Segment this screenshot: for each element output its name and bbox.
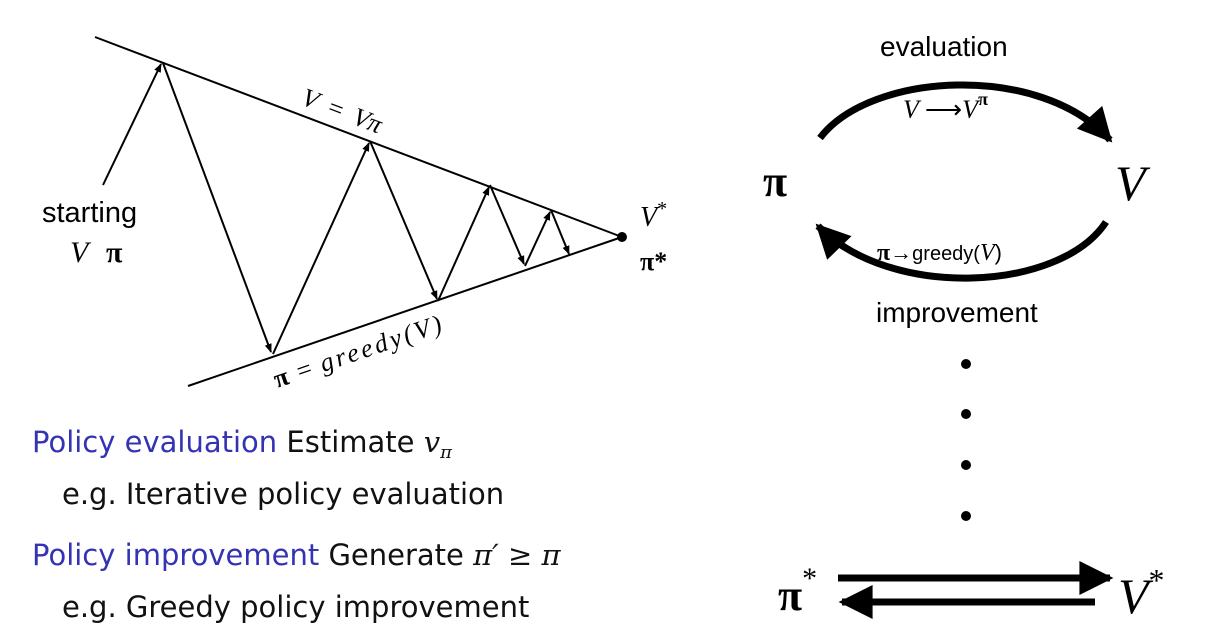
node-v: V [1115, 155, 1151, 211]
convergence-point [617, 232, 627, 242]
improvement-label: improvement [876, 297, 1038, 328]
evaluation-arc [817, 81, 1113, 143]
greedy-line-label: π=greedy(V) [270, 308, 449, 393]
starting-label: starting [42, 197, 137, 229]
arrow-up-3 [524, 211, 551, 267]
starting-v-label: V [70, 236, 92, 269]
final-pi-star: π* [778, 562, 817, 620]
impr-math: π′ ≥ π [473, 538, 561, 572]
eval-math: vπ [423, 425, 452, 463]
start-arrow [102, 63, 162, 186]
arrow-down-1 [162, 62, 272, 353]
iteration-arrows [102, 62, 570, 355]
optimal-v-label: V* [640, 198, 667, 233]
impr-desc: Generate [328, 538, 464, 572]
impr-row: Policy improvement Generate π′ ≥ π [32, 538, 561, 572]
improvement-arc [815, 220, 1109, 282]
optimal-pi-label: π* [640, 247, 667, 276]
dot-4 [961, 511, 971, 521]
right-diagram: evaluation V⟶Vπ π V π→greedy(V) improvem… [763, 31, 1165, 624]
arrow-up-2 [437, 186, 490, 302]
final-v-star: V* [1118, 562, 1165, 624]
arrow-down-4 [550, 209, 570, 255]
evaluation-formula: V⟶Vπ [903, 89, 988, 124]
improvement-formula: π→greedy(V) [877, 240, 1002, 266]
arrow-down-3 [489, 184, 525, 265]
value-line [94, 36, 623, 238]
dot-3 [961, 460, 971, 470]
evaluation-label: evaluation [880, 31, 1008, 62]
greedy-line [187, 236, 623, 387]
eval-example: e.g. Iterative policy evaluation [62, 477, 505, 511]
eval-term: Policy evaluation [32, 425, 278, 459]
eval-row: Policy evaluation Estimate vπ [32, 425, 452, 463]
dot-1 [961, 359, 971, 369]
eval-desc: Estimate [286, 425, 415, 459]
arrow-down-2 [369, 140, 438, 300]
impr-term: Policy improvement [32, 538, 320, 572]
impr-example: e.g. Greedy policy improvement [62, 590, 530, 624]
dot-2 [961, 409, 971, 419]
node-pi: π [763, 157, 787, 206]
starting-pi-label: π [106, 236, 123, 269]
left-diagram: V=Vπ π=greedy(V) starting V π V* π* [42, 36, 667, 394]
arrow-up-1 [272, 142, 370, 355]
continuation-dots [961, 359, 971, 521]
